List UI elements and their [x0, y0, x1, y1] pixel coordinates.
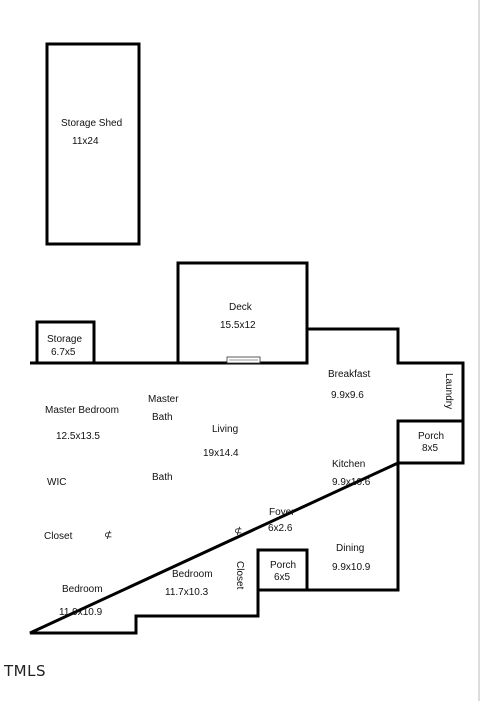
storage-shed-dims: 11x24: [72, 136, 99, 147]
deck-label: Deck: [229, 302, 253, 313]
master-bedroom-dims: 12.5x13.5: [56, 431, 100, 442]
deck-outline: [176, 261, 309, 365]
front-porch-dims: 6x5: [274, 572, 291, 583]
bedroom-mid-label: Bedroom: [172, 569, 213, 580]
storage-label: Storage: [47, 334, 82, 345]
front-porch-outline: [256, 548, 309, 592]
storage-shed-label: Storage Shed: [61, 118, 122, 129]
foyer-dims: 6x2.6: [268, 523, 293, 534]
bath-label: Bath: [152, 472, 173, 483]
back-porch-label: Porch: [418, 431, 444, 442]
kitchen-dims: 9.9x10.6: [332, 477, 371, 488]
master-bedroom-label: Master Bedroom: [45, 405, 119, 416]
storage-dims: 6.7x5: [51, 347, 76, 358]
dining-dims: 9.9x10.9: [332, 562, 371, 573]
living-dims: 19x14.4: [203, 448, 239, 459]
fixture-left-icon: ⊄: [104, 530, 112, 541]
bedroom-left-dims: 11.9x10.9: [59, 607, 103, 618]
master-bath-label-1: Master: [148, 394, 179, 405]
living-label: Living: [212, 424, 238, 435]
bedroom-left-label: Bedroom: [62, 584, 103, 595]
master-bath-label-2: Bath: [152, 412, 173, 423]
closet-left-label: Closet: [44, 531, 73, 542]
laundry-label: Laundry: [443, 373, 454, 409]
kitchen-label: Kitchen: [332, 459, 365, 470]
bedroom-mid-dims: 11.7x10.3: [165, 587, 209, 598]
tmls-logo: TMLS: [3, 662, 46, 680]
front-porch-label: Porch: [270, 560, 296, 571]
breakfast-dims: 9.9x9.6: [331, 390, 364, 401]
deck-dims: 15.5x12: [220, 320, 256, 331]
breakfast-label: Breakfast: [328, 369, 370, 380]
dining-label: Dining: [336, 543, 364, 554]
fixture-mid-icon: ⊄: [234, 526, 242, 537]
foyer-label: Foyer: [269, 507, 295, 518]
wic-label: WIC: [47, 477, 66, 488]
back-porch-dims: 8x5: [422, 443, 439, 454]
closet-mid-label: Closet: [234, 561, 245, 590]
storage-shed-outline: [45, 42, 141, 246]
